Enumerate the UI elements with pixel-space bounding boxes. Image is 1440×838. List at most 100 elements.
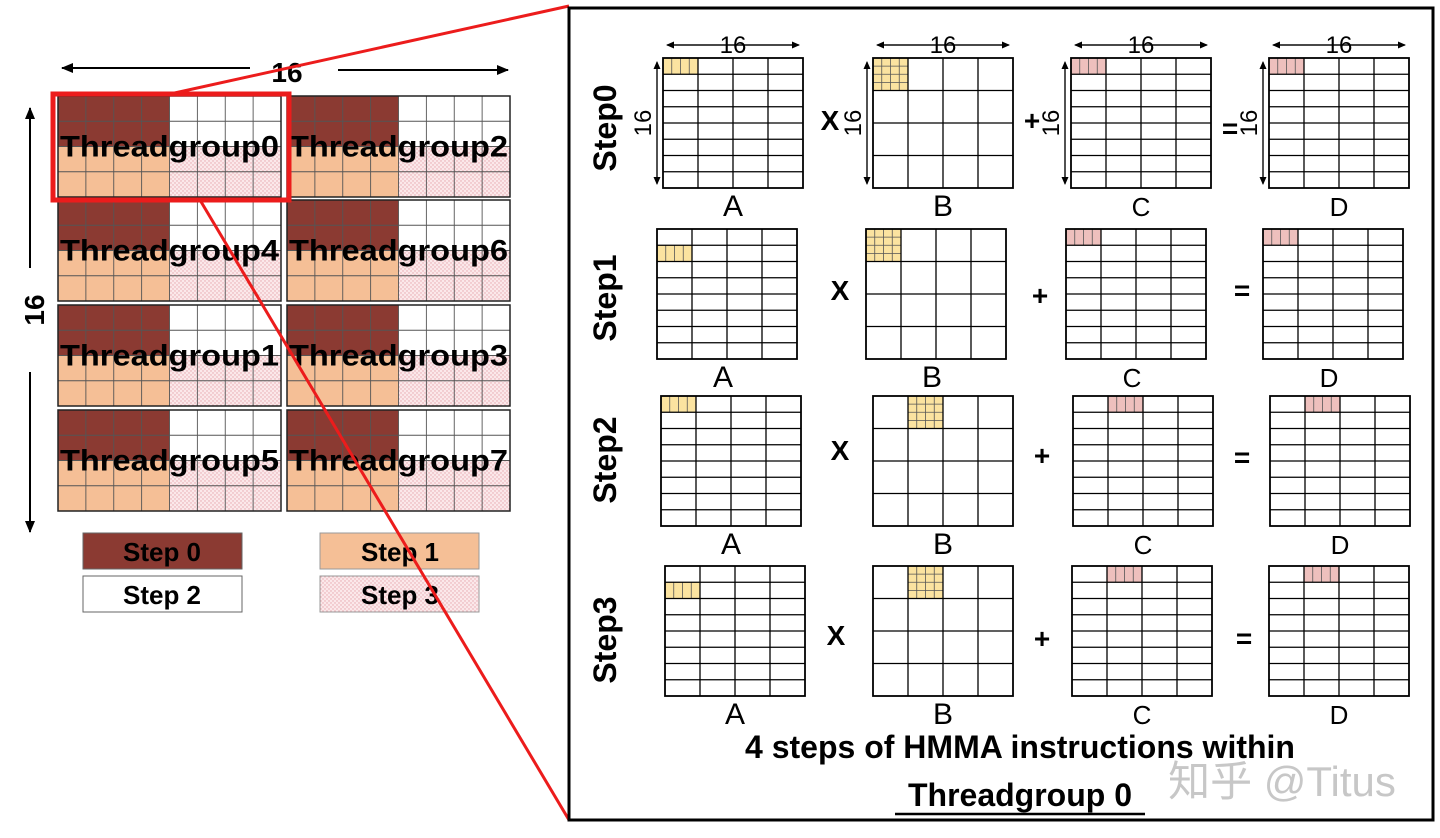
c-fragment-grid [1313,396,1332,413]
width-label: 16 [720,32,747,59]
b-fragment-grid [908,396,943,429]
matrix-grid [1071,58,1211,188]
matrix-name: C [1123,363,1142,393]
matrix-border [1268,57,1410,189]
threadgroup-label: Threadgroup5 [60,445,279,478]
height-label: 16 [630,110,657,137]
matrix-border [664,565,806,697]
matrix-name: B [933,698,953,731]
c-fragment-grid [1079,58,1098,75]
caption-line1: 4 steps of HMMA instructions within [745,729,1295,765]
threadgroup-tile: Threadgroup2 [286,95,511,198]
c-fragment-grid [1277,58,1296,75]
a-fragment-grid [671,58,690,75]
tile-grid [287,410,510,511]
threadgroup-label: Threadgroup4 [60,235,279,268]
operator-symbol: X [831,275,850,306]
tile-grid [58,305,281,406]
matrix-border [872,57,1014,189]
threadgroup-label: Threadgroup2 [289,131,508,164]
operator-symbol: X [827,620,846,651]
threadgroup-label: Threadgroup3 [289,340,508,373]
tile-grid [287,305,510,406]
matrix-grid [873,58,1013,188]
matrix-border [662,57,804,189]
matrix-c: C [1065,228,1207,393]
matrix-c: C [1072,395,1214,560]
c-fragment-grid [1271,229,1290,246]
threadgroup-label: Threadgroup1 [60,340,279,373]
matrix-a: A [656,228,798,394]
matrix-name: D [1320,363,1339,393]
matrix-d: D [1268,565,1410,730]
operator-symbol: X [831,435,850,466]
matrix-name: C [1134,530,1153,560]
matrix-d: D [1269,395,1411,560]
operator-symbol: = [1234,275,1250,306]
tile-grid [58,200,281,301]
c-fragment-grid [1115,566,1134,583]
threadgroup-tile: Threadgroup6 [286,199,511,302]
tile-grid [58,96,281,197]
a-fragment-grid [673,582,692,599]
threadgroup-tile: Threadgroup1 [57,304,282,407]
threadgroup-label: Threadgroup7 [289,445,508,478]
a-fragment-grid [669,396,688,413]
step-label: Step0 [587,84,623,171]
tile-border [286,409,511,512]
tile-grid [58,410,281,511]
legend-label-step3: Step 3 [361,580,439,610]
matrix-border [865,228,1007,360]
b-fragment-grid [873,58,908,91]
matrix-border [1262,228,1404,360]
tile-grid [287,96,510,197]
matrix-grid [661,396,801,526]
threadgroup-label: Threadgroup6 [289,235,508,268]
matrix-b: B [865,228,1007,394]
c-fragment-grid [1074,229,1093,246]
matrix-a: A [664,565,806,731]
tile-border [57,304,282,407]
matrix-name: B [933,528,953,561]
matrix-grid [873,566,1013,696]
top-dimension-label: 16 [271,57,302,88]
zoom-line-top [169,4,570,96]
matrix-name: B [922,361,942,394]
b-fragment-grid [908,566,943,599]
matrix-grid [873,396,1013,526]
matrix-b: B [872,395,1014,561]
height-label: 16 [1038,110,1065,137]
threadgroup-label: Threadgroup0 [60,131,279,164]
matrix-name: D [1331,530,1350,560]
matrix-border [660,395,802,527]
step-label: Step2 [587,416,623,503]
tile-border [286,304,511,407]
operator-symbol: + [1034,440,1050,471]
matrix-border [1269,395,1411,527]
matrix-d: D [1262,228,1404,393]
operator-symbol: + [1032,280,1048,311]
matrix-name: A [713,361,733,394]
legend-swatch-step0 [82,532,243,570]
zoom-line-bottom [198,199,571,821]
matrix-border [656,228,798,360]
matrix-border [872,565,1014,697]
legend-swatch-step1 [319,532,480,570]
left-dimension-label: 16 [19,294,50,325]
legend-label-step1: Step 1 [361,537,439,567]
matrix-b: B [872,565,1014,731]
legend-label-step0: Step 0 [123,537,201,567]
width-label: 16 [1326,32,1353,59]
matrix-name: B [933,190,953,223]
c-fragment-grid [1312,566,1331,583]
